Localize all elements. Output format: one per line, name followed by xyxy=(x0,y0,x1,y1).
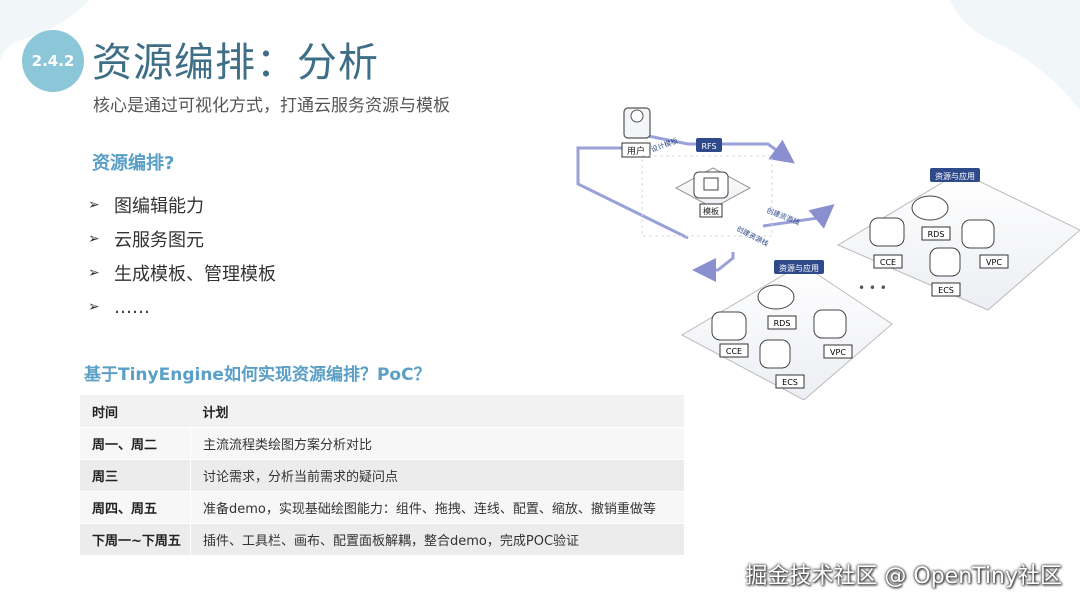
table-row: 周四、周五 准备demo，实现基础绘图能力：组件、拖拽、连线、配置、缩放、撤销重… xyxy=(80,491,684,524)
svg-text:模板: 模板 xyxy=(703,206,719,216)
table-header-row: 时间 计划 xyxy=(80,395,684,428)
page-title: 资源编排：分析 xyxy=(92,40,379,86)
svg-text:VPC: VPC xyxy=(830,348,846,357)
table-cell-time: 周一、周二 xyxy=(80,427,191,460)
page-subtitle: 核心是通过可视化方式，打通云服务资源与模板 xyxy=(93,96,450,116)
table-cell-plan: 插件、工具栏、画布、配置面板解耦，整合demo，完成POC验证 xyxy=(190,523,684,556)
flow-line xyxy=(762,204,835,229)
plan-table: 时间 计划 周一、周二 主流流程类绘图方案分析对比 周三 讨论需求，分析当前需求… xyxy=(80,395,684,556)
question-heading: 基于TinyEngine如何实现资源编排？PoC？ xyxy=(84,365,431,385)
ellipsis-dots: • • • xyxy=(858,281,887,295)
table-row: 周一、周二 主流流程类绘图方案分析对比 xyxy=(80,427,684,460)
table-cell-time: 周四、周五 xyxy=(80,491,191,524)
bullet-item: ➢…… xyxy=(88,296,150,318)
resource-orchestration-diagram: 用户 设计模板 RFS 模板 创建资源栈 创建资源栈 资源与应用 CCE RDS… xyxy=(576,107,1080,400)
user-icon: 用户 xyxy=(621,107,651,158)
corner-decoration-right xyxy=(950,0,1080,110)
table-header-time: 时间 xyxy=(80,395,191,428)
table-cell-plan: 准备demo，实现基础绘图能力：组件、拖拽、连线、配置、缩放、撤销重做等 xyxy=(190,491,684,524)
flow-line xyxy=(576,146,689,240)
svg-text:CCE: CCE xyxy=(880,258,896,267)
table-cell-time: 下周一~下周五 xyxy=(80,523,191,556)
watermark: 掘金技术社区 @ OpenTiny社区 xyxy=(745,564,1062,589)
svg-text:CCE: CCE xyxy=(726,347,742,356)
table-row: 周三 讨论需求，分析当前需求的疑问点 xyxy=(80,459,684,492)
section-number-badge: 2.4.2 xyxy=(22,30,84,92)
svg-text:用户: 用户 xyxy=(627,145,645,157)
resource-group-upper: 资源与应用 CCE RDS ECS VPC xyxy=(836,168,1080,311)
section-heading: 资源编排? xyxy=(92,153,175,174)
svg-text:ECS: ECS xyxy=(782,378,798,387)
arrow-bullet-icon: ➢ xyxy=(88,197,100,213)
flow-line xyxy=(647,134,795,164)
bullet-item: ➢云服务图元 xyxy=(88,230,204,251)
svg-text:资源与应用: 资源与应用 xyxy=(779,263,819,273)
rfs-hub: RFS 模板 xyxy=(641,138,773,237)
arrow-bullet-icon: ➢ xyxy=(88,231,100,247)
svg-text:资源与应用: 资源与应用 xyxy=(935,171,975,181)
table-row: 下周一~下周五 插件、工具栏、画布、配置面板解耦，整合demo，完成POC验证 xyxy=(80,523,684,556)
arrow-bullet-icon: ➢ xyxy=(88,265,100,281)
table-cell-plan: 讨论需求，分析当前需求的疑问点 xyxy=(190,459,684,492)
table-header-plan: 计划 xyxy=(190,395,684,428)
table-cell-plan: 主流流程类绘图方案分析对比 xyxy=(190,427,684,460)
bullet-item: ➢图编辑能力 xyxy=(88,196,204,217)
bullet-list: ➢图编辑能力 ➢云服务图元 ➢生成模板、管理模板 ➢…… xyxy=(88,188,276,324)
resource-group-lower: 资源与应用 CCE RDS ECS VPC xyxy=(680,260,893,400)
svg-text:RFS: RFS xyxy=(701,142,716,151)
svg-text:ECS: ECS xyxy=(938,286,954,295)
svg-text:RDS: RDS xyxy=(928,230,945,239)
svg-text:RDS: RDS xyxy=(774,319,791,328)
flow-line xyxy=(692,252,735,282)
bullet-item: ➢生成模板、管理模板 xyxy=(88,264,276,285)
svg-text:VPC: VPC xyxy=(986,258,1002,267)
arrow-bullet-icon: ➢ xyxy=(88,299,100,315)
table-cell-time: 周三 xyxy=(80,459,191,492)
